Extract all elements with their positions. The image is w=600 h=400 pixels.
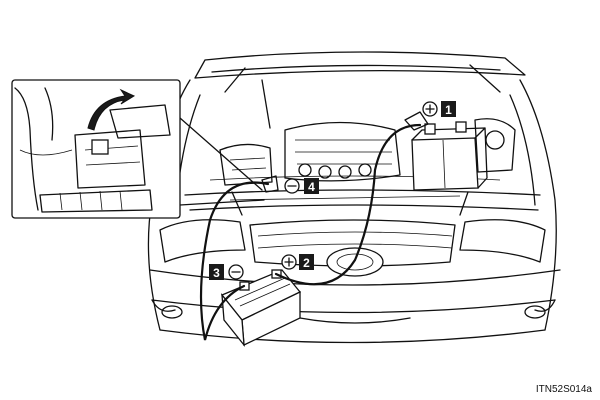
step-number-3: 3 bbox=[213, 266, 220, 280]
callout-3: 3 bbox=[209, 264, 244, 280]
step-badge-2: 2 bbox=[299, 254, 314, 270]
step-number-2: 2 bbox=[303, 256, 310, 270]
inset-detail-panel bbox=[11, 79, 265, 219]
booster-battery bbox=[220, 269, 302, 348]
minus-circle-icon bbox=[284, 178, 300, 194]
curved-arrow-icon bbox=[87, 88, 136, 131]
step-number-1: 1 bbox=[445, 103, 452, 117]
jumper-cables bbox=[199, 111, 429, 341]
minus-circle-icon bbox=[228, 264, 244, 280]
callout-4: 4 bbox=[284, 178, 319, 194]
step-badge-3: 3 bbox=[209, 264, 224, 280]
plus-circle-icon bbox=[422, 101, 438, 117]
callout-2: 2 bbox=[281, 254, 314, 270]
car-illustration bbox=[147, 51, 561, 344]
step-badge-1: 1 bbox=[441, 101, 456, 117]
figure-code-label: ITN52S014a bbox=[536, 384, 593, 395]
plus-circle-icon bbox=[281, 254, 297, 270]
step-number-4: 4 bbox=[308, 180, 315, 194]
callout-1: 1 bbox=[422, 101, 456, 117]
vehicle-battery bbox=[411, 121, 488, 191]
step-badge-4: 4 bbox=[304, 178, 319, 194]
